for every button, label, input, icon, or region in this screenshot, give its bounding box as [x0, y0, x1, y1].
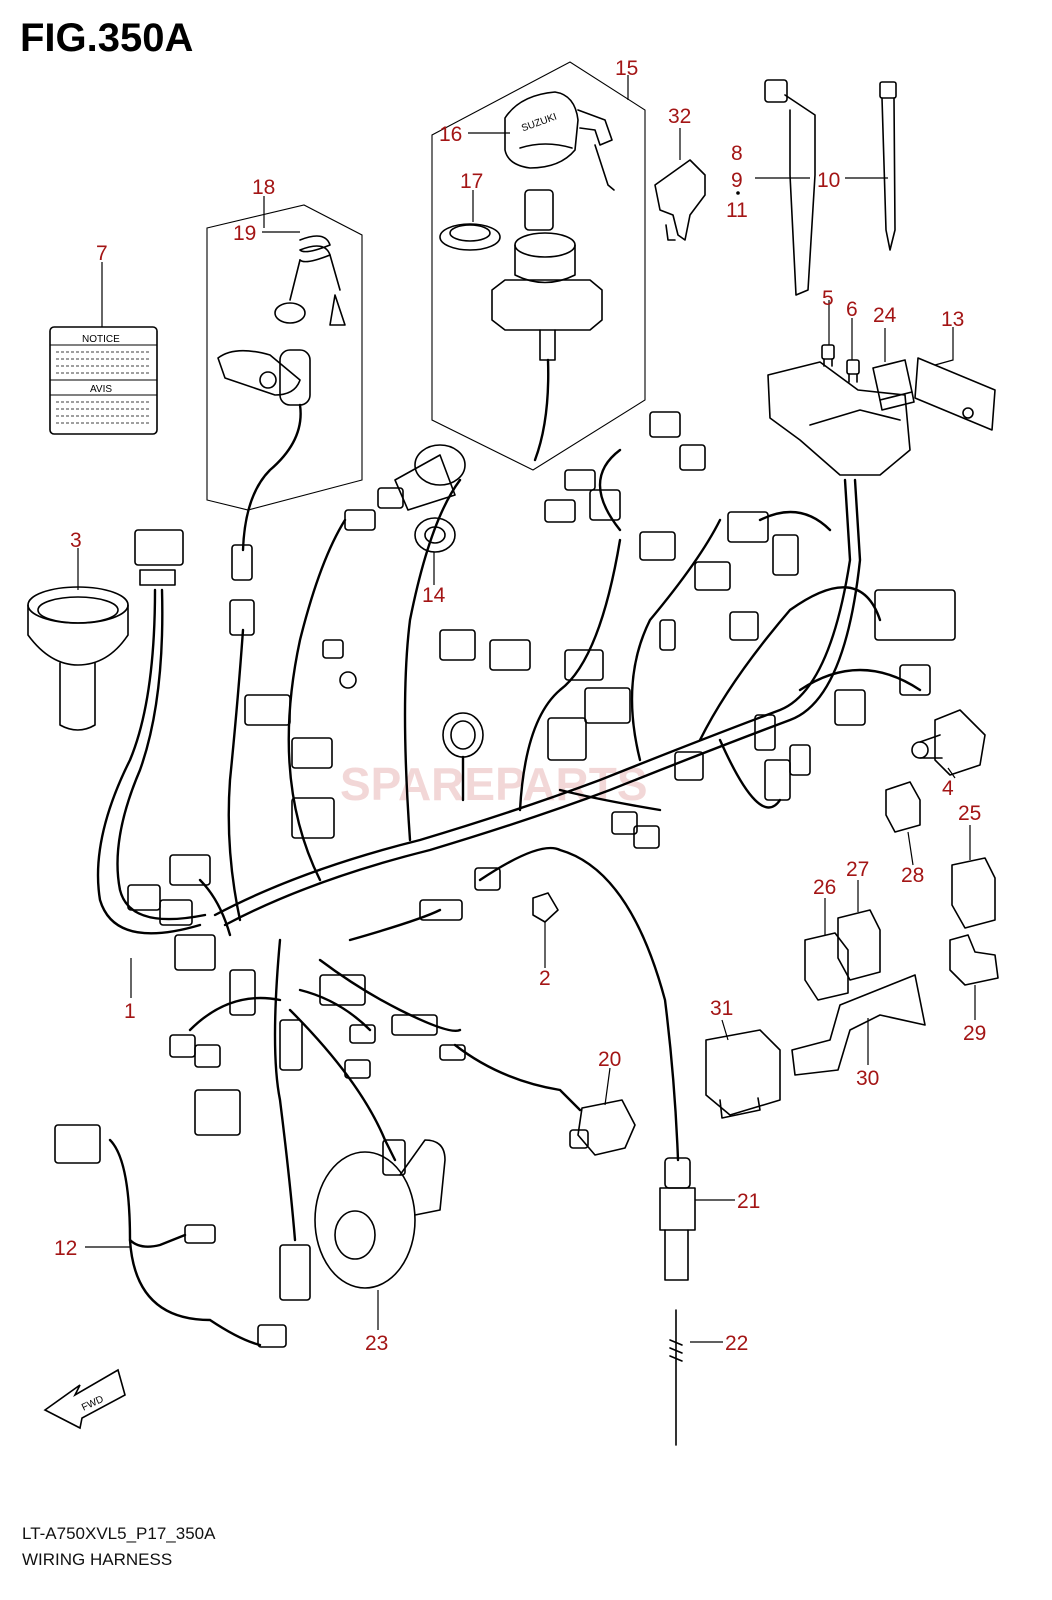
callout-6: 6 [846, 298, 858, 321]
bracket-30[interactable] [791, 974, 926, 1076]
callout-11: 11 [726, 199, 748, 222]
callout-8: 8 [731, 142, 743, 165]
callout-3: 3 [70, 529, 82, 552]
connector-27[interactable] [837, 909, 881, 981]
callout-12: 12 [54, 1237, 77, 1260]
avis-text: AVIS [90, 384, 112, 395]
power-outlet[interactable] [377, 444, 466, 553]
callout-10: 10 [817, 169, 840, 192]
sensor-20[interactable] [569, 1099, 636, 1156]
callout-32: 32 [668, 105, 691, 128]
callout-29: 29 [963, 1022, 986, 1045]
callout-31: 31 [710, 997, 733, 1020]
callout-7: 7 [96, 242, 108, 265]
relay-31[interactable] [705, 1029, 781, 1119]
callout-17: 17 [460, 170, 483, 193]
connector-26[interactable] [804, 932, 849, 1001]
connector-25[interactable] [951, 857, 996, 929]
callout-4: 4 [942, 777, 954, 800]
relay-24[interactable] [872, 359, 915, 411]
callout-28: 28 [901, 864, 924, 887]
clip-29[interactable] [949, 934, 999, 986]
callout-30: 30 [856, 1067, 879, 1090]
watermark: SPAREPARTS [340, 758, 648, 810]
notice-text: NOTICE [82, 334, 120, 345]
callout-5: 5 [822, 287, 834, 310]
fuse-6[interactable] [846, 359, 860, 383]
callout-20: 20 [598, 1048, 621, 1071]
terminal-cover[interactable] [532, 892, 559, 923]
callout-2: 2 [539, 967, 551, 990]
forward-arrow-icon: FWD [43, 1368, 126, 1430]
harness-boot[interactable] [27, 586, 129, 731]
callout-27: 27 [846, 858, 869, 881]
connector-28[interactable] [885, 781, 921, 833]
callout-24: 24 [873, 304, 897, 327]
sub-harness-12[interactable] [54, 1124, 287, 1348]
callout-25: 25 [958, 802, 981, 825]
callout-18: 18 [252, 176, 275, 199]
callout-26: 26 [813, 876, 836, 899]
callout-1: 1 [124, 1000, 136, 1023]
callout-16: 16 [439, 123, 462, 146]
terminal-boot-4[interactable] [911, 709, 986, 776]
notice-label[interactable]: NOTICE AVIS [49, 326, 158, 435]
callout-19: 19 [233, 222, 256, 245]
figure-title: FIG.350A [20, 16, 194, 60]
callout-14: 14 [422, 584, 446, 607]
fuse-box[interactable] [767, 361, 911, 476]
main-wiring-harness[interactable] [96, 411, 956, 1301]
leader-lines [77, 75, 976, 1343]
suzuki-mark: SUZUKI [520, 111, 558, 134]
callout-13: 13 [941, 308, 964, 331]
callout-9: 9 [731, 169, 743, 192]
callout-21: 21 [737, 1190, 760, 1213]
ignition-switch-group[interactable]: SUZUKI [431, 61, 646, 471]
cable-tie[interactable] [879, 81, 897, 251]
bracket-13[interactable] [914, 357, 996, 431]
figure-name: WIRING HARNESS [22, 1550, 173, 1569]
fuse-5[interactable] [821, 344, 835, 367]
callout-15: 15 [615, 57, 638, 80]
model-code: LT-A750XVL5_P17_350A [22, 1524, 216, 1543]
callout-22: 22 [725, 1332, 748, 1355]
oxygen-sensor[interactable] [659, 1157, 696, 1446]
engine-stop-switch-group[interactable] [206, 204, 363, 581]
blank-key[interactable] [654, 159, 706, 241]
cable-clamp[interactable] [764, 79, 816, 296]
horn[interactable] [314, 1139, 446, 1289]
callout-23: 23 [365, 1332, 388, 1355]
